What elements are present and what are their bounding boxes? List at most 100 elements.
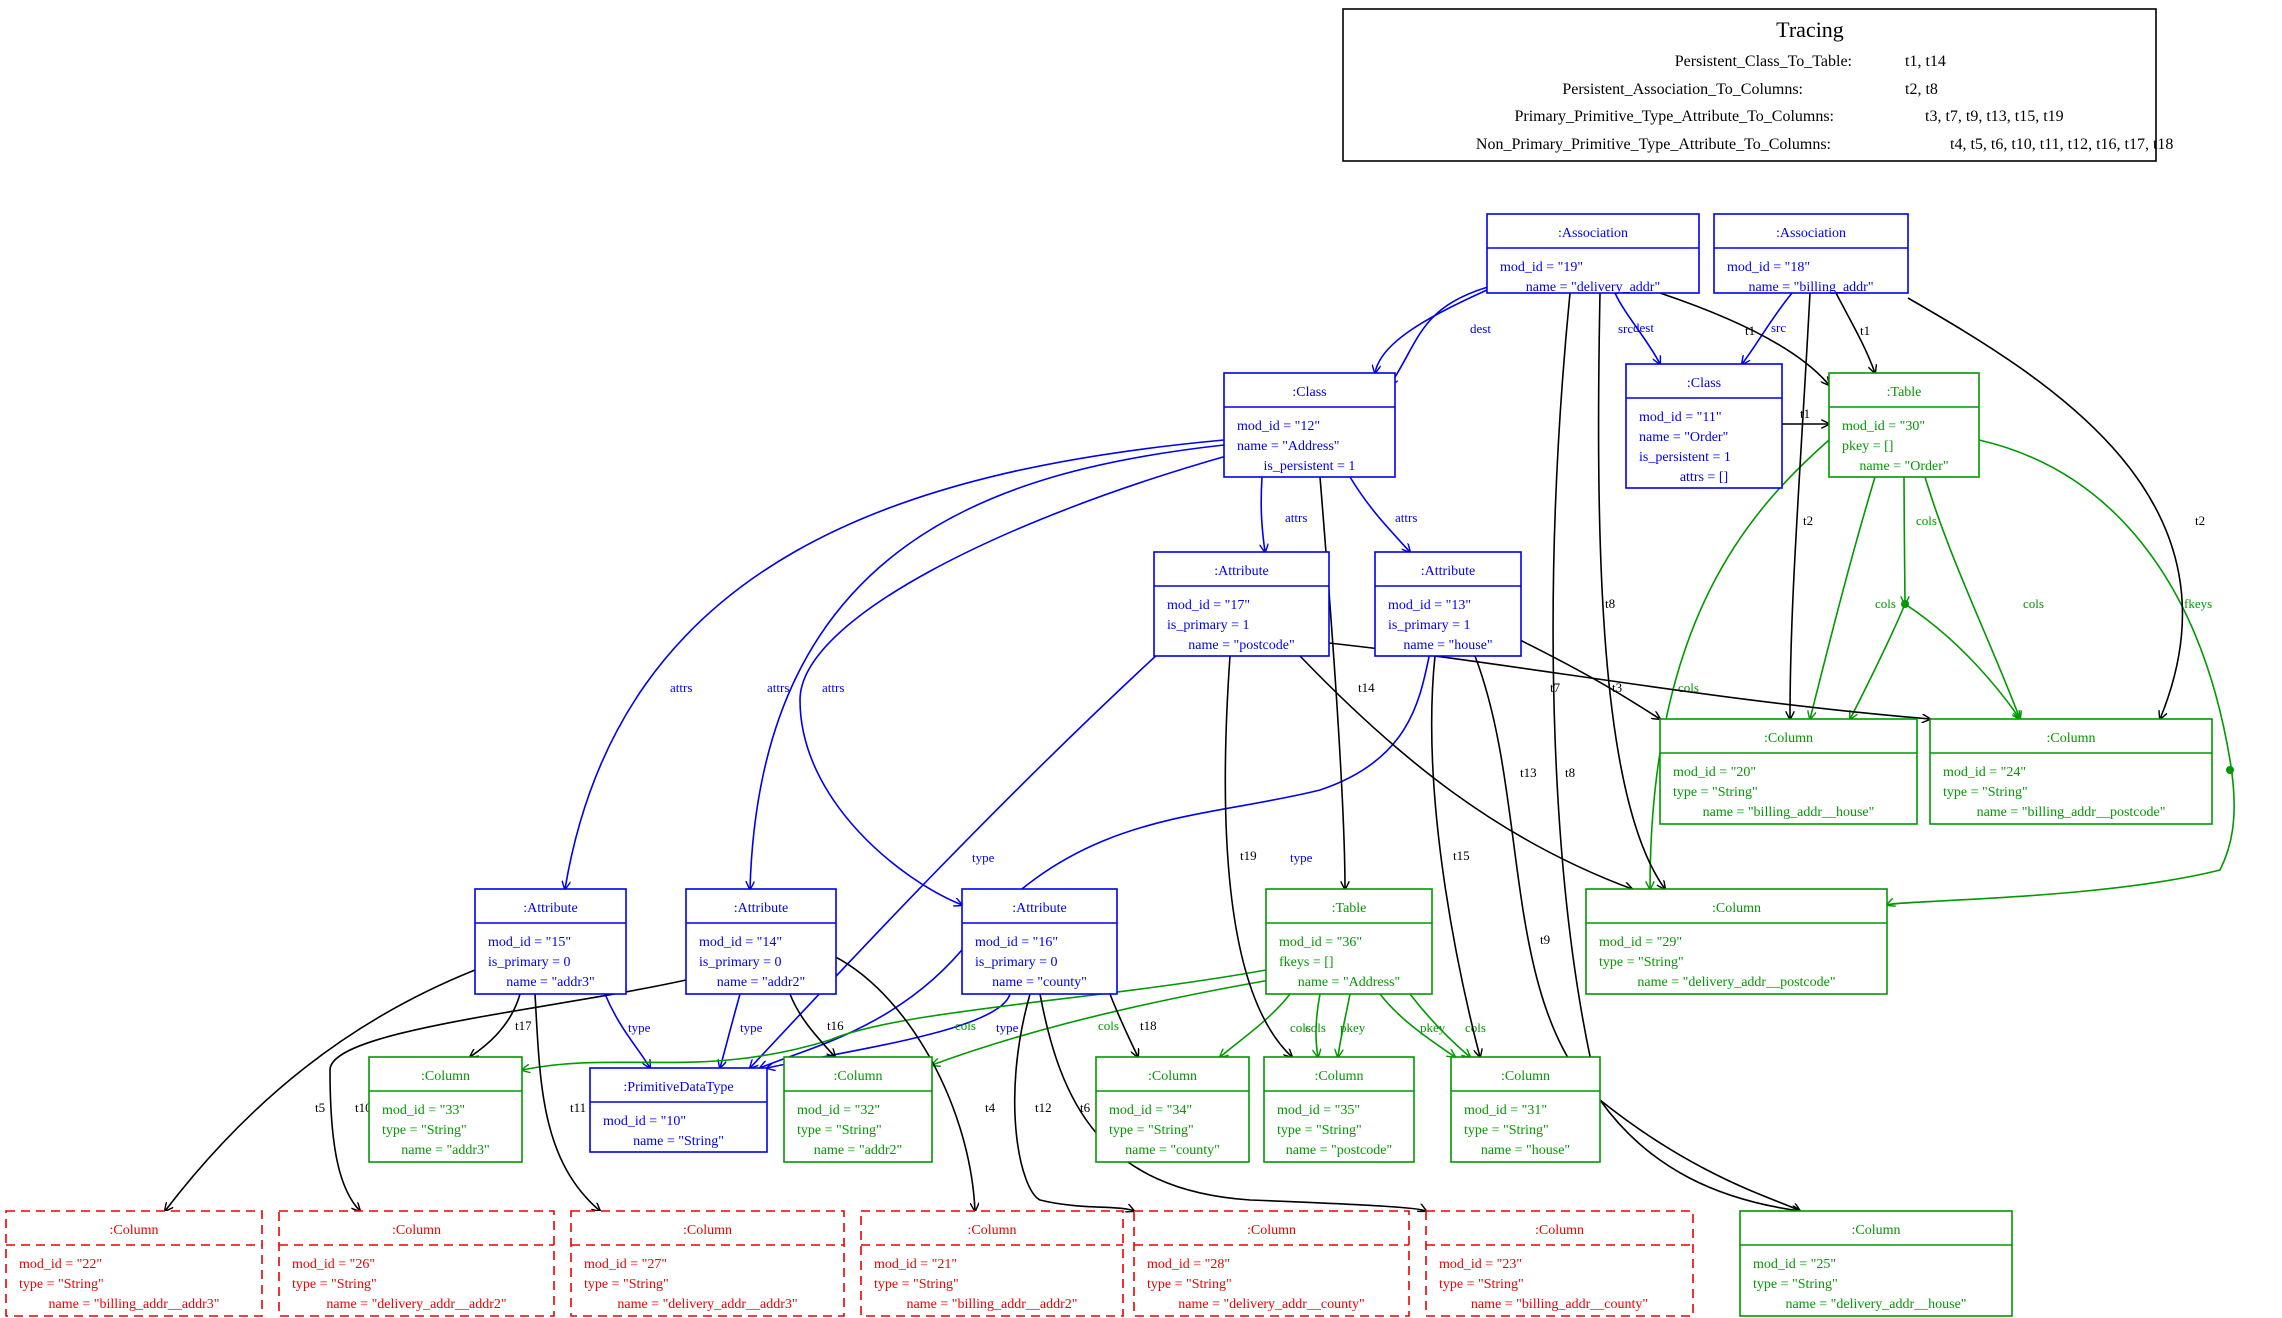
node-title: :Attribute <box>734 901 788 916</box>
node-attribute: name = "billing_addr__county" <box>1471 1297 1648 1312</box>
edge-line <box>1039 993 1426 1211</box>
edge-line <box>1338 993 1351 1057</box>
edge-fkeys-14: fkeys <box>1887 439 2235 905</box>
edge-label: cols <box>1465 1020 1486 1035</box>
node-attribute: name = "delivery_addr__addr2" <box>326 1297 506 1312</box>
edge-cols-15: cols <box>1810 476 1896 719</box>
edge-fkeys-18 <box>1850 603 1906 719</box>
node-attribute: mod_id = "34" <box>1109 1103 1192 1118</box>
tracing-traces-1: t1, t14 <box>1905 53 1946 70</box>
node-title: :Column <box>1851 1223 1900 1238</box>
edge-label: src <box>1771 320 1786 335</box>
edge-label: type <box>1290 850 1313 865</box>
edge-label: cols <box>1290 1020 1311 1035</box>
node-box <box>1265 888 1433 995</box>
node-title: :Column <box>109 1223 158 1238</box>
tracing-title: Tracing <box>1776 17 1844 42</box>
edge-line <box>1430 655 1480 1057</box>
tracing-traces-2: t2, t8 <box>1905 81 1938 98</box>
node-attribute: name = "delivery_addr__addr3" <box>617 1297 797 1312</box>
edge-label: cols <box>1098 1018 1119 1033</box>
tracing-traces-3: t3, t7, t9, t13, t15, t19 <box>1925 108 2064 125</box>
edge-label: cols <box>1875 596 1896 611</box>
edge-label: cols <box>2023 596 2044 611</box>
node-box <box>1223 372 1396 478</box>
node-title: :Attribute <box>1421 564 1475 579</box>
node-attribute: is_primary = 0 <box>975 955 1058 970</box>
tracing-legend-frame <box>1342 8 2157 162</box>
edge-cols-16: cols <box>1904 476 1937 604</box>
node-attribute: name = "addr2" <box>814 1143 903 1158</box>
edge-type-11: type <box>604 993 651 1068</box>
node-attribute: name = "postcode" <box>1188 638 1294 653</box>
node-attribute: name = "Address" <box>1237 439 1340 454</box>
edge-line <box>1790 292 1811 719</box>
edge-label: src <box>1618 321 1633 336</box>
edge-label: t4 <box>985 1100 996 1115</box>
edge-t16-46: t16 <box>789 993 844 1057</box>
node-box <box>860 1210 1124 1317</box>
edge-dest-1: dest <box>1390 284 1654 385</box>
edge-t12-48: t12 <box>1014 993 1134 1211</box>
node-attribute: type = "String" <box>292 1277 377 1292</box>
edge-attrs-4: attrs <box>1261 476 1307 552</box>
node-attribute: name = "county" <box>992 975 1087 990</box>
edge-cols-19 <box>1904 603 2020 719</box>
edge-dest-0: dest <box>1375 289 1491 373</box>
edge-label: pkey <box>1420 1020 1446 1035</box>
tracing-traces-4: t4, t5, t6, t10, t11, t12, t16, t17, t18 <box>1950 136 2173 153</box>
node-title: :Column <box>1501 1069 1550 1084</box>
node-box <box>1713 213 1909 294</box>
node-attribute: is_persistent = 1 <box>1264 459 1356 474</box>
node-attribute: type = "String" <box>1943 785 2028 800</box>
edge-label: t19 <box>1240 848 1257 863</box>
node-attribute: mod_id = "18" <box>1727 260 1810 275</box>
node-title: :Column <box>1148 1069 1197 1084</box>
edge-t8-33: t8 <box>1597 292 1665 889</box>
edge-line <box>760 651 1431 1068</box>
edge-attrs-7: attrs <box>750 444 1225 889</box>
edge-label: t2 <box>1803 513 1813 528</box>
node-attribute: name = "house" <box>1403 638 1492 653</box>
edge-line <box>1261 476 1265 552</box>
node-attribute: name = "postcode" <box>1286 1143 1392 1158</box>
edge-line <box>1390 284 1496 385</box>
node-box <box>685 888 837 995</box>
edge-line <box>1319 476 1345 889</box>
edge-label: t3 <box>1612 680 1622 695</box>
node-attribute: type = "String" <box>1599 955 1684 970</box>
node-attribute: mod_id = "26" <box>292 1257 375 1272</box>
node-attribute: mod_id = "29" <box>1599 935 1682 950</box>
edge-label: t2 <box>2195 513 2205 528</box>
edge-label: t7 <box>1550 680 1561 695</box>
node-box <box>1625 363 1783 489</box>
edge-label: t1 <box>1800 406 1810 421</box>
edge-line <box>329 979 687 1211</box>
node-attribute: type = "String" <box>1277 1123 1362 1138</box>
edge-t11-45: t11 <box>534 993 600 1211</box>
node-attribute: name = "billing_addr__postcode" <box>1977 805 2166 820</box>
node-attribute: mod_id = "20" <box>1673 765 1756 780</box>
tracing-legend: Tracing Persistent_Class_To_Table: t1, t… <box>1342 8 2173 162</box>
node-title: :Column <box>1764 731 1813 746</box>
node-attribute: name = "Address" <box>1298 975 1401 990</box>
edge-label: type <box>972 850 995 865</box>
edge-label: t14 <box>1358 680 1375 695</box>
node-attribute: fkeys = [] <box>1279 955 1334 970</box>
node-attribute: type = "String" <box>584 1277 669 1292</box>
edge-label: cols <box>955 1018 976 1033</box>
edge-t4-47: t4 <box>819 949 996 1211</box>
edge-attrs-8: attrs <box>799 454 1231 905</box>
edge-t3-37: t3 <box>1519 639 1660 719</box>
edge-t1-30: t1 <box>1782 406 1829 424</box>
edge-label: attrs <box>670 680 692 695</box>
node-attribute: mod_id = "24" <box>1943 765 2026 780</box>
edge-label: type <box>996 1020 1019 1035</box>
node-title: :Column <box>1314 1069 1363 1084</box>
tracing-rule-3: Primary_Primitive_Type_Attribute_To_Colu… <box>1514 108 1834 125</box>
